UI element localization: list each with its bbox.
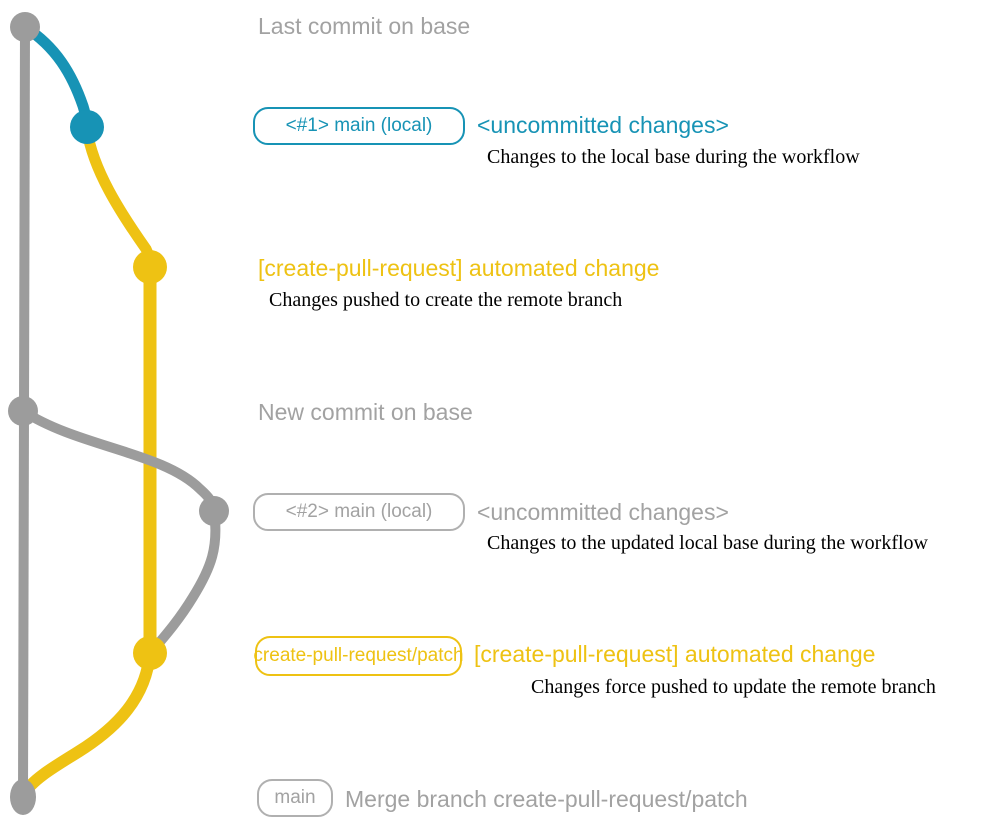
label-uncommitted-changes-1: <uncommitted changes>	[477, 112, 729, 138]
edge-patch-merge-into-base	[17, 647, 156, 801]
branch-badge-main: main	[257, 779, 333, 817]
label-merge-branch-message: Merge branch create-pull-request/patch	[345, 786, 748, 812]
edge-uncommitted-2-to-automated-2	[148, 506, 221, 655]
commit-dot-main-local-1	[70, 110, 104, 144]
commit-dot-automated-2	[133, 636, 167, 670]
caption-force-pushed-update-remote: Changes force pushed to update the remot…	[531, 676, 936, 698]
branch-badge-main-label: main	[274, 787, 316, 808]
branch-badge-main-local-1-label: <#1> main (local)	[285, 115, 433, 136]
label-last-commit-on-base: Last commit on base	[258, 13, 471, 39]
commit-dot-main-local-2	[199, 496, 229, 526]
caption-pushed-create-remote: Changes pushed to create the remote bran…	[269, 289, 623, 311]
caption-updated-local-base-changes: Changes to the updated local base during…	[487, 532, 928, 554]
commit-dot-last-base	[10, 12, 40, 42]
commit-dot-merge	[10, 779, 36, 815]
label-automated-change-1: [create-pull-request] automated change	[258, 255, 660, 281]
branch-badge-patch: create-pull-request/patch	[253, 636, 464, 676]
edge-newbase-to-uncommitted-2	[18, 406, 219, 517]
branch-badge-main-local-2-label: <#2> main (local)	[285, 501, 433, 522]
label-new-commit-on-base: New commit on base	[258, 399, 473, 425]
label-automated-change-2: [create-pull-request] automated change	[474, 641, 876, 667]
commit-dot-new-base	[8, 396, 38, 426]
edge-uncommitted-to-automated-1	[81, 124, 156, 274]
commit-dot-automated-1	[133, 250, 167, 284]
branch-badge-main-local-1: <#1> main (local)	[253, 107, 465, 145]
branch-badge-patch-label: create-pull-request/patch	[253, 645, 464, 666]
label-uncommitted-changes-2: <uncommitted changes>	[477, 499, 729, 525]
caption-local-base-changes: Changes to the local base during the wor…	[487, 146, 860, 168]
branch-badge-main-local-2: <#2> main (local)	[253, 493, 465, 531]
